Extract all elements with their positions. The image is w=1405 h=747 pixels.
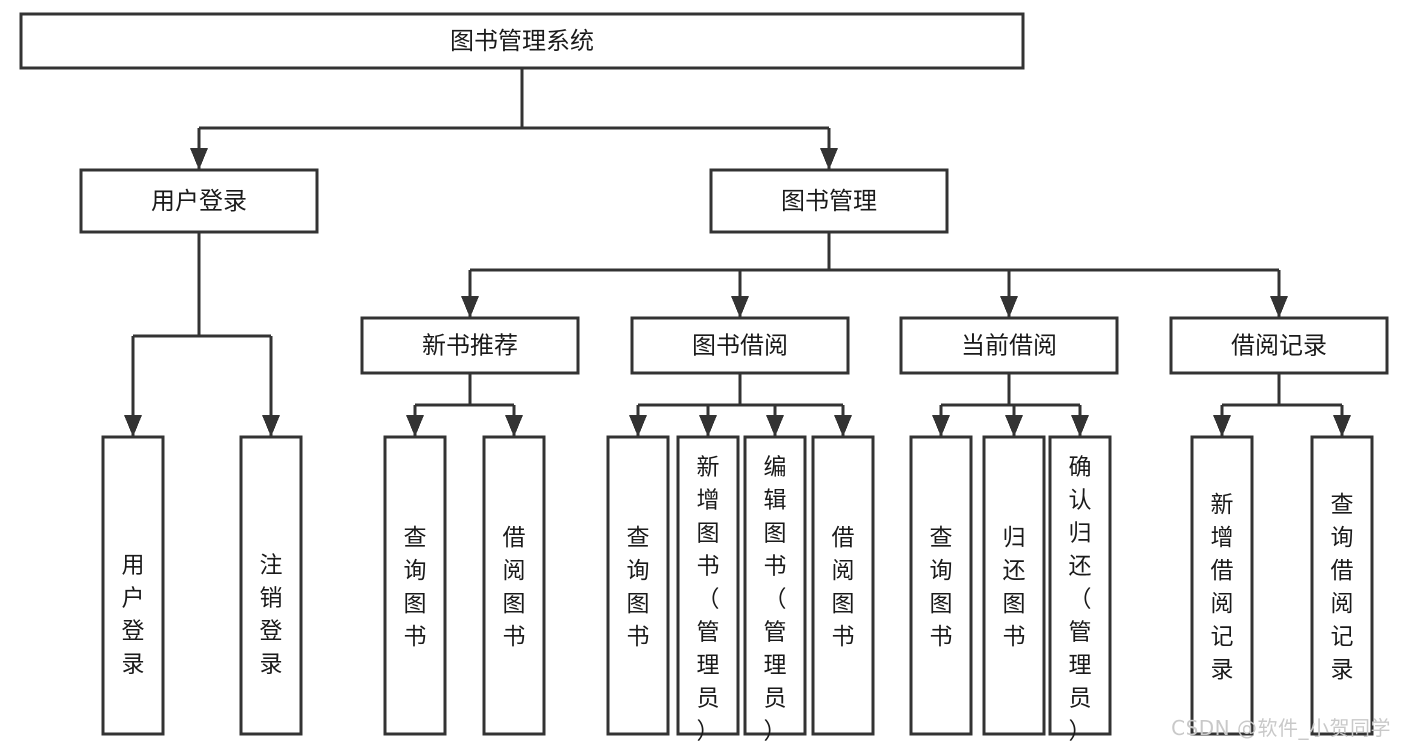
node-leaf-borrow-book[interactable]: 借阅图书: [811, 435, 875, 736]
node-label-leaf-query-book-current: 查询图书: [930, 525, 953, 650]
node-leaf-borrow-book-recommend[interactable]: 借阅图书: [482, 435, 546, 736]
node-box-leaf-user-login: [101, 435, 165, 736]
node-box-leaf-confirm-return-admin: [1048, 435, 1112, 736]
node-box-leaf-query-book-recommend: [383, 435, 447, 736]
arrow-head-icon: [461, 296, 479, 318]
node-box-leaf-borrow-book: [811, 435, 875, 736]
arrow-head-icon: [1071, 415, 1089, 437]
node-box-book-borrow: [630, 316, 850, 375]
node-user-login[interactable]: 用户登录: [79, 168, 319, 234]
node-leaf-user-logout[interactable]: 注销登录: [239, 435, 303, 736]
node-label-book-borrow: 图书借阅: [692, 332, 788, 360]
node-box-new-book-recommend: [360, 316, 580, 375]
node-box-root: [19, 12, 1025, 70]
node-leaf-add-borrow-record[interactable]: 新增借阅记录: [1190, 435, 1254, 736]
edge-from-new-book-recommend: [406, 373, 523, 437]
arrow-head-icon: [932, 415, 950, 437]
arrow-head-icon: [1000, 296, 1018, 318]
arrow-head-icon: [1213, 415, 1231, 437]
node-box-borrow-record: [1169, 316, 1389, 375]
node-layer: 图书管理系统用户登录图书管理新书推荐图书借阅当前借阅借阅记录用户登录注销登录查询…: [19, 12, 1389, 745]
node-label-root: 图书管理系统: [450, 27, 594, 55]
node-root[interactable]: 图书管理系统: [19, 12, 1025, 70]
arrow-head-icon: [505, 415, 523, 437]
node-label-current-borrow: 当前借阅: [961, 332, 1057, 360]
node-box-leaf-user-logout: [239, 435, 303, 736]
node-label-leaf-return-book: 归还图书: [1003, 525, 1026, 650]
node-leaf-user-login[interactable]: 用户登录: [101, 435, 165, 736]
node-new-book-recommend[interactable]: 新书推荐: [360, 316, 580, 375]
node-label-leaf-user-logout: 注销登录: [260, 553, 283, 678]
node-label-leaf-borrow-book: 借阅图书: [832, 525, 855, 650]
node-leaf-query-book-borrow[interactable]: 查询图书: [606, 435, 670, 736]
node-leaf-edit-book-admin[interactable]: 编辑图书（管理员）: [743, 435, 807, 745]
node-box-book-manage: [709, 168, 949, 234]
arrow-head-icon: [699, 415, 717, 437]
node-label-leaf-borrow-book-recommend: 借阅图书: [503, 525, 526, 650]
arrow-head-icon: [1005, 415, 1023, 437]
node-label-leaf-edit-book-admin: 编辑图书（管理员）: [764, 455, 787, 745]
node-leaf-query-book-recommend[interactable]: 查询图书: [383, 435, 447, 736]
arrow-head-icon: [190, 148, 208, 170]
arrow-head-icon: [1270, 296, 1288, 318]
node-borrow-record[interactable]: 借阅记录: [1169, 316, 1389, 375]
edge-from-book-manage: [461, 232, 1288, 318]
node-box-leaf-edit-book-admin: [743, 435, 807, 736]
node-label-borrow-record: 借阅记录: [1231, 332, 1327, 360]
node-box-leaf-borrow-book-recommend: [482, 435, 546, 736]
node-label-leaf-query-book-recommend: 查询图书: [404, 525, 427, 650]
node-box-leaf-add-borrow-record: [1190, 435, 1254, 736]
node-book-manage[interactable]: 图书管理: [709, 168, 949, 234]
arrow-head-icon: [124, 415, 142, 437]
arrow-head-icon: [262, 415, 280, 437]
node-label-leaf-query-book-borrow: 查询图书: [627, 525, 650, 650]
node-leaf-confirm-return-admin[interactable]: 确认归还（管理员）: [1048, 435, 1112, 745]
node-label-user-login: 用户登录: [151, 187, 247, 215]
node-label-book-manage: 图书管理: [781, 187, 877, 215]
edge-from-root: [190, 68, 838, 170]
node-box-leaf-query-book-borrow: [606, 435, 670, 736]
arrow-head-icon: [731, 296, 749, 318]
connector-layer: [124, 68, 1351, 437]
arrow-head-icon: [629, 415, 647, 437]
node-label-leaf-query-borrow-record: 查询借阅记录: [1331, 492, 1354, 683]
node-box-leaf-add-book-admin: [676, 435, 740, 736]
node-book-borrow[interactable]: 图书借阅: [630, 316, 850, 375]
arrow-head-icon: [406, 415, 424, 437]
node-leaf-return-book[interactable]: 归还图书: [982, 435, 1046, 736]
arrow-head-icon: [834, 415, 852, 437]
node-box-leaf-query-book-current: [909, 435, 973, 736]
edge-from-borrow-record: [1213, 373, 1351, 437]
node-label-leaf-add-book-admin: 新增图书（管理员）: [697, 455, 720, 745]
node-label-leaf-confirm-return-admin: 确认归还（管理员）: [1069, 455, 1092, 745]
arrow-head-icon: [1333, 415, 1351, 437]
arrow-head-icon: [820, 148, 838, 170]
node-leaf-query-borrow-record[interactable]: 查询借阅记录: [1310, 435, 1374, 736]
node-box-leaf-return-book: [982, 435, 1046, 736]
node-leaf-query-book-current[interactable]: 查询图书: [909, 435, 973, 736]
node-label-leaf-add-borrow-record: 新增借阅记录: [1211, 492, 1234, 683]
edge-from-user-login: [124, 232, 280, 437]
arrow-head-icon: [766, 415, 784, 437]
node-box-user-login: [79, 168, 319, 234]
node-label-new-book-recommend: 新书推荐: [422, 332, 518, 360]
node-box-leaf-query-borrow-record: [1310, 435, 1374, 736]
csdn-watermark: CSDN @软件_小贺同学: [1171, 716, 1391, 740]
node-leaf-add-book-admin[interactable]: 新增图书（管理员）: [676, 435, 740, 745]
node-box-current-borrow: [899, 316, 1119, 375]
edge-from-current-borrow: [932, 373, 1089, 437]
node-label-leaf-user-login: 用户登录: [122, 553, 145, 678]
node-current-borrow[interactable]: 当前借阅: [899, 316, 1119, 375]
edge-from-book-borrow: [629, 373, 852, 437]
